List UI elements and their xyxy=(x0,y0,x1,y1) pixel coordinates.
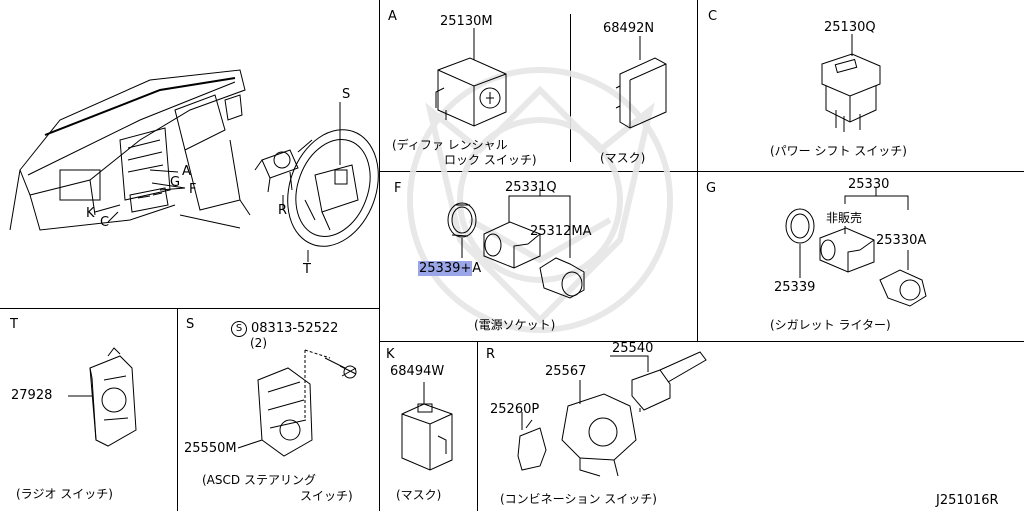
part-25339-suffix: A xyxy=(472,261,482,276)
part-25130m: 25130M xyxy=(440,14,493,29)
section-a-letter: A xyxy=(388,9,397,24)
caption-power-socket: (電源ソケット) xyxy=(474,318,556,332)
part-25339-plus: 25339+ xyxy=(418,261,473,276)
mask-68494w-drawing xyxy=(401,403,453,471)
section-g-panel xyxy=(698,172,1024,342)
part-08313-52522: 08313-52522 xyxy=(251,321,339,336)
part-68494w: 68494W xyxy=(390,364,445,379)
power-shift-switch-drawing xyxy=(821,53,881,132)
caption-combination-switch: (コンビネーション スイッチ) xyxy=(500,492,657,506)
asc-steering-switch-drawing xyxy=(257,367,313,457)
section-t-panel xyxy=(0,308,178,511)
section-k-letter: K xyxy=(386,347,395,362)
caption-diff-lock-line1: (ディファ レンシャル xyxy=(392,138,508,152)
section-k-panel xyxy=(380,342,478,511)
caption-radio-switch: (ラジオ スイッチ) xyxy=(16,487,113,501)
caption-cigarette-lighter: (シガレット ライター) xyxy=(770,318,891,332)
caption-power-shift: (パワー シフト スイッチ) xyxy=(770,144,907,158)
steering-wheel-drawing xyxy=(287,129,379,247)
diff-lock-switch-drawing xyxy=(435,57,507,127)
screw-symbol: S xyxy=(231,321,247,337)
callout-a: A xyxy=(182,164,191,179)
section-c-letter: C xyxy=(708,9,718,24)
overview-panel xyxy=(0,0,380,308)
not-for-sale-note: 非販売 xyxy=(826,211,863,225)
power-socket-drawing xyxy=(447,202,585,299)
part-25330: 25330 xyxy=(848,177,890,192)
part-25330a: 25330A xyxy=(876,233,927,248)
callout-c: C xyxy=(100,215,110,230)
callout-k: K xyxy=(86,206,95,221)
screw-quantity: (2) xyxy=(250,336,267,350)
section-t-letter: T xyxy=(10,317,18,332)
part-25312ma: 25312MA xyxy=(530,224,592,239)
callout-s: S xyxy=(342,87,351,102)
caption-mask-a: (マスク) xyxy=(600,151,646,165)
part-25540: 25540 xyxy=(612,341,654,356)
part-25130q: 25130Q xyxy=(824,20,876,35)
section-c-panel xyxy=(698,0,1024,172)
section-a-divider xyxy=(570,14,571,162)
screw-drawing xyxy=(324,357,357,379)
section-f-letter: F xyxy=(394,181,402,196)
callout-t: T xyxy=(303,262,311,277)
dashboard-drawing xyxy=(9,69,251,231)
part-25260p: 25260P xyxy=(490,402,540,417)
cigarette-lighter-drawing xyxy=(785,208,927,307)
section-a-panel xyxy=(380,0,698,172)
callout-f: F xyxy=(189,182,197,197)
callout-g: G xyxy=(170,175,181,190)
callout-r: R xyxy=(278,203,288,218)
caption-mask-k: (マスク) xyxy=(396,488,442,502)
part-25567: 25567 xyxy=(545,364,587,379)
section-s-letter: S xyxy=(186,317,195,332)
radio-switch-drawing xyxy=(89,347,137,447)
part-25339-highlight: 25339+A xyxy=(418,261,482,276)
column-switch-drawing xyxy=(254,139,313,193)
section-g-letter: G xyxy=(706,181,717,196)
part-68492n: 68492N xyxy=(603,21,655,36)
part-27928: 27928 xyxy=(11,388,53,403)
section-r-letter: R xyxy=(486,347,496,362)
section-s-panel xyxy=(178,308,380,511)
caption-diff-lock-line2: ロック スイッチ) xyxy=(444,153,537,167)
part-25331q: 25331Q xyxy=(505,180,557,195)
diagram-code: J251016R xyxy=(936,493,999,508)
caption-asc-line1: (ASCD ステアリング xyxy=(202,473,316,487)
combination-switch-drawing xyxy=(517,351,707,477)
section-f-panel xyxy=(380,172,698,342)
part-25550m: 25550M xyxy=(184,441,237,456)
part-25339-g: 25339 xyxy=(774,280,816,295)
crest-watermark xyxy=(407,67,673,333)
caption-asc-line2: スイッチ) xyxy=(300,489,353,503)
mask-68492n-drawing xyxy=(615,57,667,129)
screw-symbol-letter: S xyxy=(235,323,243,334)
